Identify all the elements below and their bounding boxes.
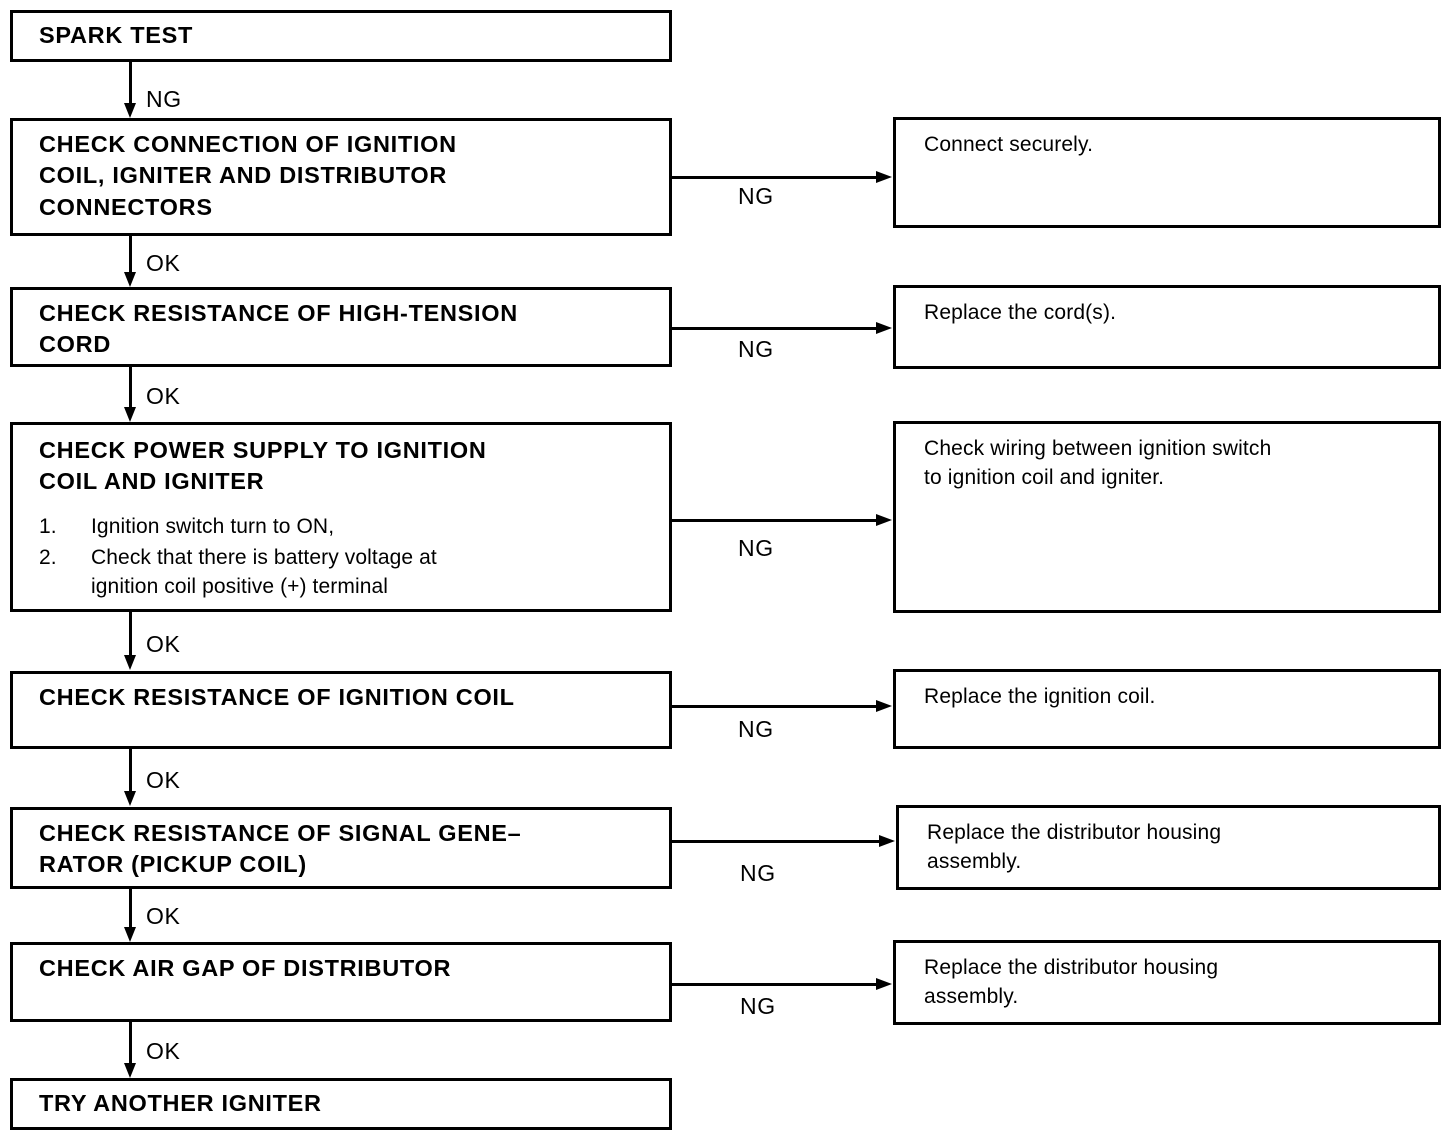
edge-label-ok: OK — [146, 631, 181, 657]
node-text: Replace the distributor housing assembly… — [927, 821, 1222, 873]
node-title: CHECK RESISTANCE OF HIGH-TENSION CORD — [39, 300, 518, 358]
node-title: CHECK AIR GAP OF DISTRIBUTOR — [39, 955, 452, 981]
arrow-right-icon — [879, 835, 895, 847]
node-spark-test[interactable]: SPARK TEST — [10, 10, 672, 62]
node-title: CHECK RESISTANCE OF SIGNAL GENE– RATOR (… — [39, 820, 522, 878]
connector-power-to-coil — [129, 612, 132, 656]
node-title: CHECK POWER SUPPLY TO IGNITION COIL AND … — [39, 437, 487, 495]
arrow-down-icon — [124, 927, 136, 942]
substep-text: Check that there is battery voltage at i… — [91, 545, 437, 599]
connector-connection-to-cord — [129, 236, 132, 276]
node-title: TRY ANOTHER IGNITER — [39, 1090, 322, 1116]
node-replace-housing-1[interactable]: Replace the distributor housing assembly… — [896, 805, 1441, 890]
edge-label-ng: NG — [738, 716, 774, 742]
arrow-down-icon — [124, 407, 136, 422]
connector-airgap-to-replace-housing — [672, 983, 878, 986]
node-try-igniter[interactable]: TRY ANOTHER IGNITER — [10, 1078, 672, 1130]
node-check-power[interactable]: CHECK POWER SUPPLY TO IGNITION COIL AND … — [10, 422, 672, 612]
edge-label-ng: NG — [738, 183, 774, 209]
connector-airgap-to-tryigniter — [129, 1022, 132, 1066]
node-check-signal-gen[interactable]: CHECK RESISTANCE OF SIGNAL GENE– RATOR (… — [10, 807, 672, 889]
substep-item: 2. Check that there is battery voltage a… — [39, 543, 659, 602]
arrow-right-icon — [876, 322, 892, 334]
connector-cord-to-power — [129, 367, 132, 411]
node-try-igniter-inner: TRY ANOTHER IGNITER — [39, 1088, 659, 1119]
connector-coil-to-replace-coil — [672, 705, 878, 708]
edge-label-ok: OK — [146, 767, 181, 793]
connector-cord-to-replace-cord — [672, 327, 878, 330]
connector-signalgen-to-replace-housing — [672, 840, 881, 843]
node-text: Replace the cord(s). — [924, 301, 1117, 324]
edge-label-ng: NG — [146, 86, 182, 112]
node-title: CHECK CONNECTION OF IGNITION COIL, IGNIT… — [39, 131, 457, 220]
connector-connection-to-connect-securely — [672, 176, 878, 179]
arrow-down-icon — [124, 272, 136, 287]
node-replace-cord[interactable]: Replace the cord(s). — [893, 285, 1441, 369]
edge-label-ok: OK — [146, 383, 181, 409]
connector-spark-to-connection — [129, 62, 132, 106]
node-replace-housing-1-inner: Replace the distributor housing assembly… — [927, 819, 1428, 877]
connector-signalgen-to-airgap — [129, 889, 132, 931]
node-spark-test-inner: SPARK TEST — [39, 20, 659, 51]
edge-label-ng: NG — [738, 336, 774, 362]
node-connect-securely[interactable]: Connect securely. — [893, 117, 1441, 228]
node-text: Check wiring between ignition switch to … — [924, 437, 1272, 489]
edge-label-ng: NG — [740, 860, 776, 886]
substep-number: 1. — [39, 514, 57, 538]
arrow-down-icon — [124, 791, 136, 806]
node-check-air-gap-inner: CHECK AIR GAP OF DISTRIBUTOR — [39, 953, 659, 984]
arrow-right-icon — [876, 978, 892, 990]
node-check-wiring[interactable]: Check wiring between ignition switch to … — [893, 421, 1441, 613]
arrow-down-icon — [124, 103, 136, 118]
arrow-right-icon — [876, 514, 892, 526]
arrow-down-icon — [124, 655, 136, 670]
node-replace-housing-2[interactable]: Replace the distributor housing assembly… — [893, 940, 1441, 1025]
substep-text: Ignition switch turn to ON, — [91, 514, 335, 538]
node-title: CHECK RESISTANCE OF IGNITION COIL — [39, 684, 515, 710]
substep-item: 1. Ignition switch turn to ON, — [39, 512, 659, 541]
node-title: SPARK TEST — [39, 22, 194, 48]
edge-label-ok: OK — [146, 903, 181, 929]
arrow-right-icon — [876, 700, 892, 712]
node-check-coil[interactable]: CHECK RESISTANCE OF IGNITION COIL — [10, 671, 672, 749]
substep-list: 1. Ignition switch turn to ON, 2. Check … — [39, 512, 659, 602]
edge-label-ok: OK — [146, 250, 181, 276]
node-replace-coil-inner: Replace the ignition coil. — [924, 683, 1428, 712]
node-replace-housing-2-inner: Replace the distributor housing assembly… — [924, 954, 1428, 1012]
substep-number: 2. — [39, 545, 57, 569]
node-check-cord-inner: CHECK RESISTANCE OF HIGH-TENSION CORD — [39, 298, 659, 361]
node-check-signal-gen-inner: CHECK RESISTANCE OF SIGNAL GENE– RATOR (… — [39, 818, 659, 881]
node-replace-cord-inner: Replace the cord(s). — [924, 299, 1428, 328]
node-text: Replace the ignition coil. — [924, 685, 1156, 708]
node-check-air-gap[interactable]: CHECK AIR GAP OF DISTRIBUTOR — [10, 942, 672, 1022]
arrow-down-icon — [124, 1063, 136, 1078]
node-check-cord[interactable]: CHECK RESISTANCE OF HIGH-TENSION CORD — [10, 287, 672, 367]
node-check-wiring-inner: Check wiring between ignition switch to … — [924, 435, 1428, 493]
node-check-connection-inner: CHECK CONNECTION OF IGNITION COIL, IGNIT… — [39, 129, 659, 223]
node-check-connection[interactable]: CHECK CONNECTION OF IGNITION COIL, IGNIT… — [10, 118, 672, 236]
arrow-right-icon — [876, 171, 892, 183]
connector-coil-to-signalgen — [129, 749, 132, 793]
edge-label-ng: NG — [740, 993, 776, 1019]
node-text: Replace the distributor housing assembly… — [924, 956, 1219, 1008]
connector-power-to-check-wiring — [672, 519, 878, 522]
edge-label-ng: NG — [738, 535, 774, 561]
edge-label-ok: OK — [146, 1038, 181, 1064]
node-text: Connect securely. — [924, 133, 1094, 156]
node-check-coil-inner: CHECK RESISTANCE OF IGNITION COIL — [39, 682, 659, 713]
node-replace-coil[interactable]: Replace the ignition coil. — [893, 669, 1441, 749]
node-connect-securely-inner: Connect securely. — [924, 131, 1428, 160]
node-check-power-inner: CHECK POWER SUPPLY TO IGNITION COIL AND … — [39, 435, 659, 604]
